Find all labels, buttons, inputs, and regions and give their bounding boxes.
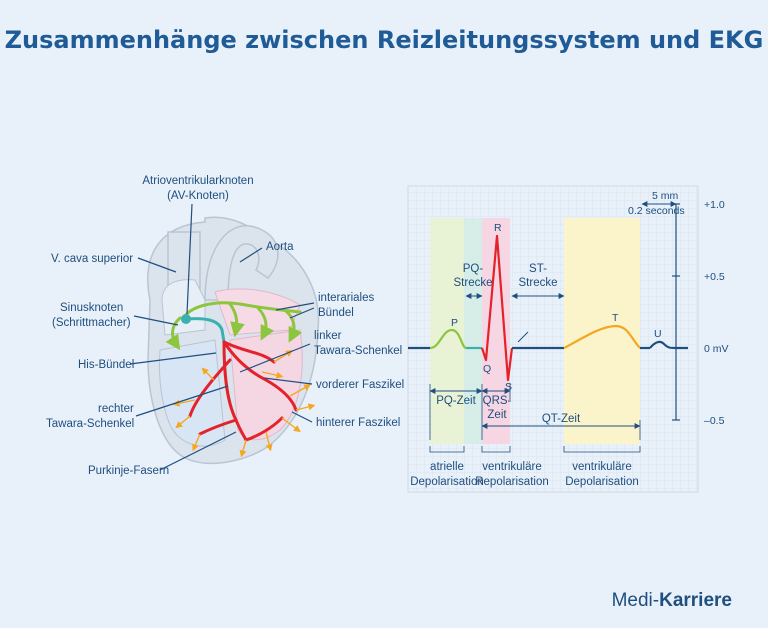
label-sinusknoten-line1: Sinusknoten xyxy=(60,302,123,314)
wave-u: U xyxy=(654,328,662,340)
wave-t: T xyxy=(612,312,619,324)
label-sinusknoten-line2: (Schrittmacher) xyxy=(52,317,131,329)
label-atrielle-line2: Depolarisation xyxy=(410,476,484,488)
label-vorderer-faszikel: vorderer Faszikel xyxy=(316,379,404,391)
wave-s: S xyxy=(505,381,512,393)
band-ventricular xyxy=(564,218,640,444)
label-vent-depol-line1: ventrikuläre xyxy=(572,461,631,473)
label-qrs-zeit-line1: QRS- xyxy=(483,395,512,407)
label-pq-strecke-line1: PQ- xyxy=(463,263,484,275)
tawara-branches xyxy=(188,340,298,442)
label-av-knoten-line2: (AV-Knoten) xyxy=(167,190,229,202)
y-tick-3: 0 mV xyxy=(704,343,729,355)
heart-illustration xyxy=(129,203,320,471)
label-hinterer-faszikel: hinterer Faszikel xyxy=(316,417,400,429)
label-pq-strecke-line2: Strecke xyxy=(454,277,493,289)
label-rechter-line1: rechter xyxy=(98,403,134,415)
t-wave xyxy=(563,324,641,349)
ekg-panel: +1.0 +0.5 0 mV –0.5 5 mm 0.2 seconds P Q… xyxy=(407,185,729,493)
label-st-strecke-line1: ST- xyxy=(529,263,547,275)
label-pq-zeit: PQ-Zeit xyxy=(436,395,476,407)
brand-part1: Medi- xyxy=(611,590,660,611)
interval-ticks xyxy=(429,384,641,440)
label-rechter-line2: Tawara-Schenkel xyxy=(46,418,134,430)
band-pq xyxy=(464,218,482,444)
y-tick-1: +1.0 xyxy=(704,199,725,211)
wave-q: Q xyxy=(483,363,491,375)
label-vent-depol-line2: Depolarisation xyxy=(565,476,639,488)
label-interatrial-line2: Bündel xyxy=(318,307,354,319)
wave-p: P xyxy=(451,317,458,329)
aorta-vessel xyxy=(204,225,279,301)
brand-part2: Karriere xyxy=(659,590,732,611)
label-his-buendel: His-Bündel xyxy=(78,359,134,371)
label-purkinje: Purkinje-Fasern xyxy=(88,465,169,477)
label-vent-repol-line1: ventrikuläre xyxy=(482,461,541,473)
label-qt-zeit: QT-Zeit xyxy=(542,413,581,425)
his-bundle xyxy=(185,317,226,343)
left-ventricle xyxy=(229,329,303,441)
wave-r: R xyxy=(494,222,502,234)
y-tick-2: +0.5 xyxy=(704,271,725,283)
label-interatrial-line1: interariales xyxy=(318,292,374,304)
phase-brackets xyxy=(429,446,641,453)
label-vent-repol-line2: Repolarisation xyxy=(475,476,549,488)
leader-lines xyxy=(129,203,315,471)
label-vcava: V. cava superior xyxy=(51,253,133,265)
u-wave xyxy=(649,340,688,350)
y-tick-4: –0.5 xyxy=(704,415,725,427)
label-atrielle-line1: atrielle xyxy=(430,461,464,473)
brand-logo: Medi-Karriere xyxy=(612,590,732,612)
scale-label-mm: 5 mm xyxy=(652,190,679,202)
label-qrs-zeit-line2: Zeit xyxy=(487,409,507,421)
purkinje-fibers xyxy=(172,350,316,458)
label-linker-line2: Tawara-Schenkel xyxy=(314,345,402,357)
page-title: Zusammenhänge zwischen Reizleitungssyste… xyxy=(4,26,764,54)
label-linker-line1: linker xyxy=(314,330,342,342)
p-wave xyxy=(429,328,467,350)
label-av-knoten-line1: Atrioventrikularknoten xyxy=(142,175,253,187)
scale-label-seconds: 0.2 seconds xyxy=(628,205,685,217)
interatrial-bundle xyxy=(165,301,303,351)
label-aorta: Aorta xyxy=(266,241,294,253)
right-ventricle xyxy=(159,339,226,447)
interval-arrows xyxy=(429,293,641,429)
qrs-complex xyxy=(480,234,514,382)
label-st-strecke-line2: Strecke xyxy=(519,277,558,289)
